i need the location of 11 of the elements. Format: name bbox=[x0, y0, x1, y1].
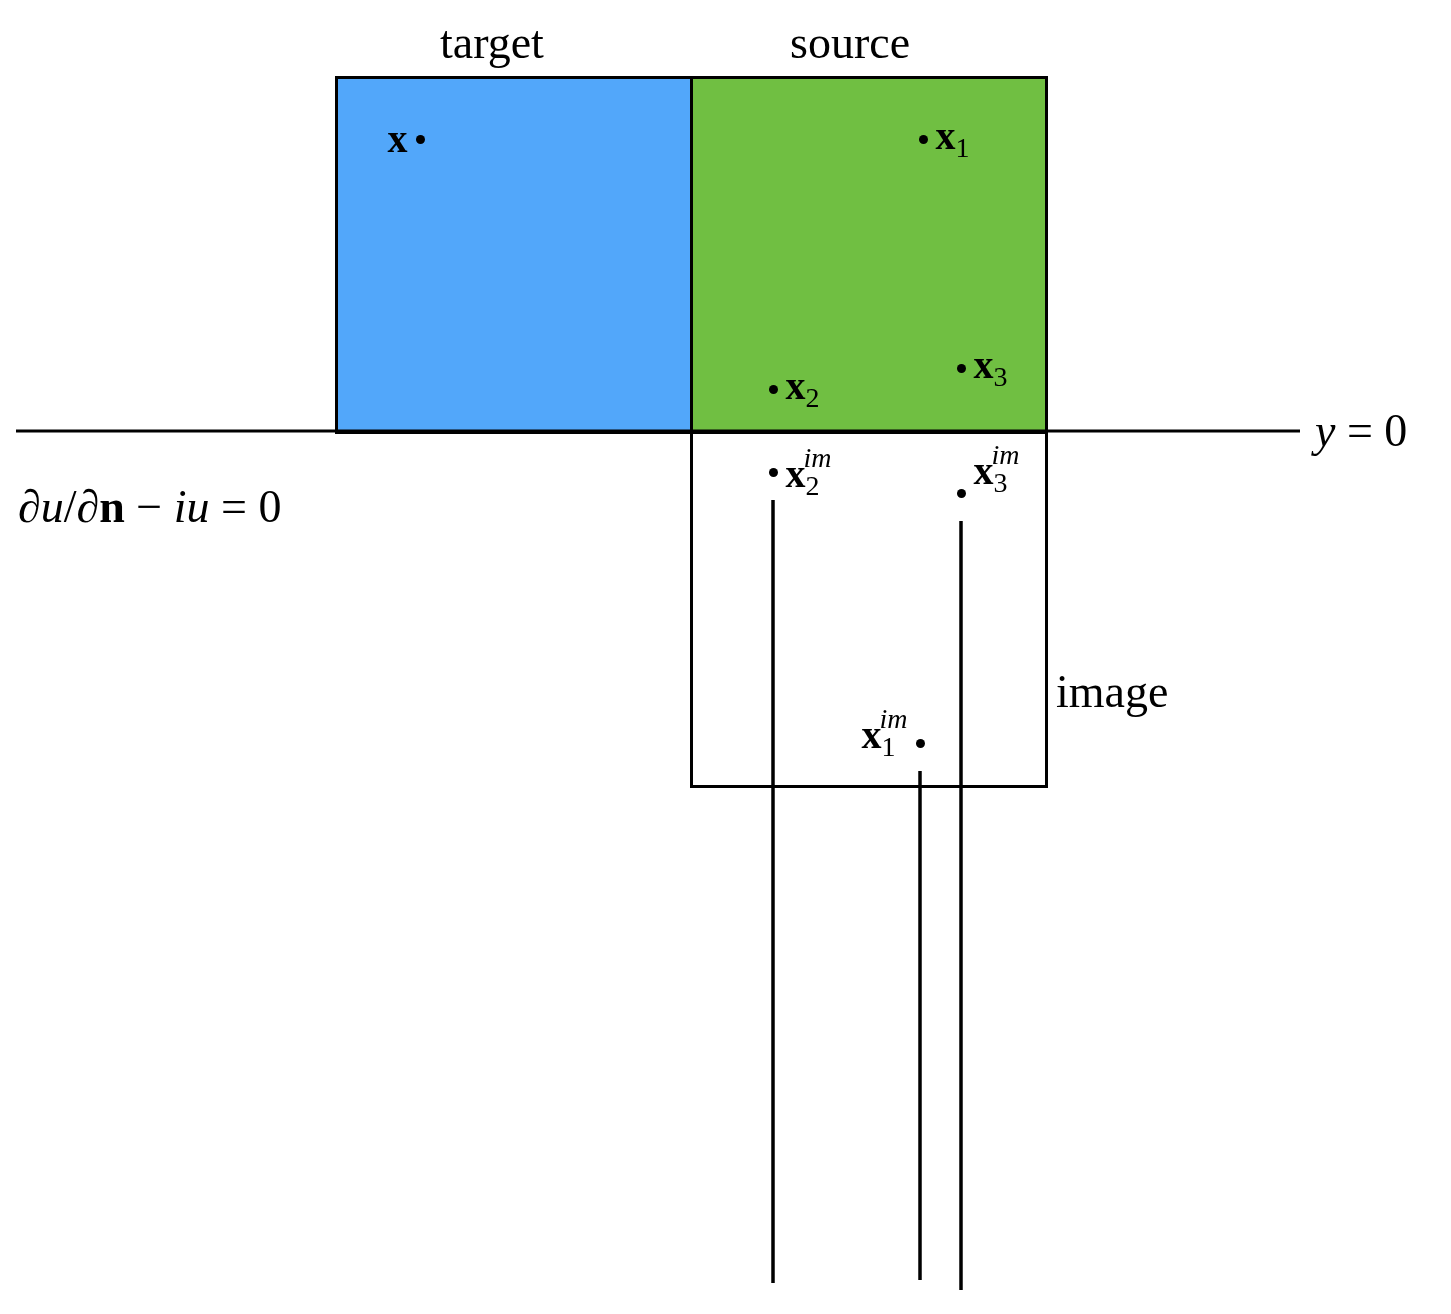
point-label: x$_{3}$ bbox=[973, 345, 1008, 391]
boundary-condition: ∂u/∂n − iu = 0 bbox=[18, 484, 282, 530]
vertical-line bbox=[771, 500, 775, 1283]
vertical-line bbox=[959, 521, 963, 1290]
region-label: target bbox=[440, 20, 544, 66]
point-label: x$_{2}$ bbox=[785, 366, 820, 412]
region-label: image bbox=[1056, 669, 1169, 715]
vertical-line bbox=[918, 771, 922, 1280]
region-label: source bbox=[790, 20, 911, 66]
point-label: x bbox=[387, 119, 408, 159]
point-label: x$_{1}$ bbox=[935, 116, 970, 162]
